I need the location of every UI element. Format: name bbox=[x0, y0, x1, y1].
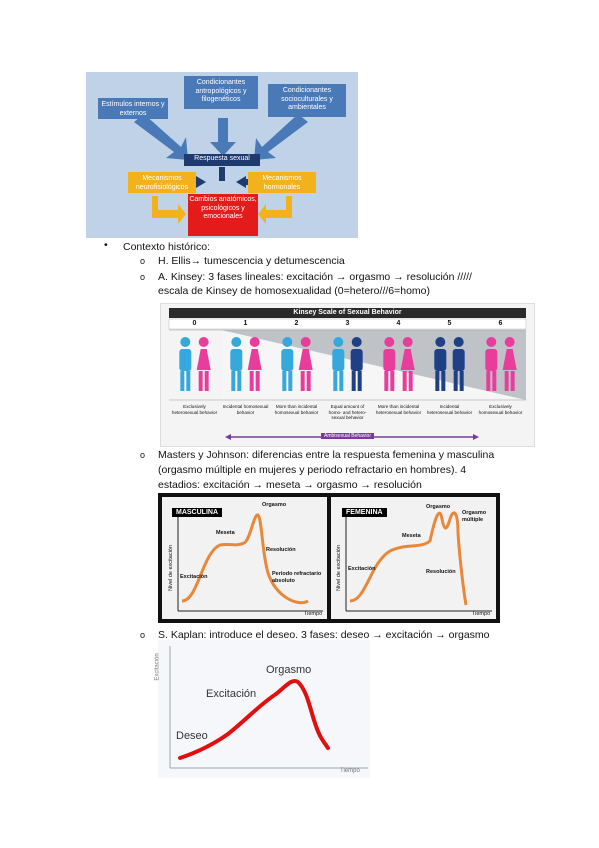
hormonales-box: Mecanismos hormonales bbox=[248, 172, 316, 193]
kinsey-bottom-label: Ambisexual Behavior bbox=[169, 433, 526, 439]
mj-female-orgasmo: Orgasmo bbox=[426, 504, 451, 510]
kinsey-figures bbox=[169, 330, 526, 400]
item-mj-1: Masters y Johnson: diferencias entre la … bbox=[158, 449, 495, 461]
item-kaplan: S. Kaplan: introduce el deseo. 3 fases: … bbox=[158, 629, 490, 641]
respuesta-sexual-diagram: Estímulos internos y externos Condiciona… bbox=[86, 72, 358, 238]
kinsey-description: Equal amount of homo- and hetero- sexual… bbox=[328, 404, 367, 420]
mj-female-excitacion: Excitación bbox=[348, 566, 376, 572]
bullet-title: Contexto histórico: bbox=[123, 241, 210, 253]
kinsey-number: 1 bbox=[243, 320, 248, 327]
mj-female-title: FEMENINA bbox=[342, 508, 387, 517]
mj-male-ylabel: Nivel de excitación bbox=[167, 545, 174, 591]
kinsey-number: 0 bbox=[192, 320, 197, 327]
kinsey-number: 6 bbox=[498, 320, 503, 327]
kinsey-descriptions: Exclusively heterosexual behavior Incide… bbox=[169, 404, 526, 421]
item-mj-2: (orgasmo múltiple en mujeres y periodo r… bbox=[158, 464, 467, 476]
kaplan-xlabel: Tiempo bbox=[340, 768, 360, 774]
kinsey-number: 4 bbox=[396, 320, 401, 327]
item-kinsey-2: escala de Kinsey de homosexualidad (0=he… bbox=[158, 285, 431, 297]
kinsey-numbers: 0 1 2 3 4 5 6 bbox=[169, 319, 526, 329]
respuesta-sexual-box: Respuesta sexual bbox=[184, 154, 260, 166]
mj-male-title: MASCULINA bbox=[172, 508, 222, 517]
sub-bullet: o bbox=[140, 450, 146, 460]
item-ellis: H. Ellis→ tumescencia y detumescencia bbox=[158, 255, 345, 267]
sub-bullet: o bbox=[140, 256, 146, 266]
kinsey-number: 3 bbox=[345, 320, 350, 327]
kinsey-description: Incidental heterosexual behavior bbox=[426, 404, 473, 415]
kinsey-title: Kinsey Scale of Sexual Behavior bbox=[293, 309, 402, 316]
kinsey-description: Exclusively homosexual behavior bbox=[478, 404, 523, 415]
mj-female-resolucion: Resolución bbox=[426, 569, 456, 575]
mj-male-refractario: Periodo refractario absoluto bbox=[272, 571, 322, 584]
kinsey-description: Incidental homosexual behavior bbox=[222, 404, 269, 415]
kaplan-image: Excitación Tiempo Deseo Excitación Orgas… bbox=[154, 640, 370, 778]
cambios-box: Cambios anatómicos, psicológicos y emoci… bbox=[188, 194, 258, 236]
masters-johnson-image: MASCULINA Nivel de excitación Tiempo Exc… bbox=[158, 493, 500, 623]
kinsey-description: More than incidental heterosexual behavi… bbox=[375, 404, 422, 415]
item-kinsey-1: A. Kinsey: 3 fases lineales: excitación … bbox=[158, 271, 472, 283]
mj-female-multiple: Orgasmo múltiple bbox=[462, 510, 487, 523]
mj-female-ylabel: Nivel de excitación bbox=[335, 545, 342, 591]
antropologicos-box: Condicionantes antropológicos y filogené… bbox=[184, 76, 258, 109]
mj-male-xlabel: Tiempo bbox=[304, 611, 323, 617]
kinsey-number: 5 bbox=[447, 320, 452, 327]
kinsey-description: More than incidental homosexual behavior bbox=[274, 404, 319, 415]
item-mj-3: estadios: excitación → meseta → orgasmo … bbox=[158, 479, 422, 491]
mj-male-orgasmo: Orgasmo bbox=[262, 502, 287, 508]
bullet-dot: • bbox=[104, 239, 108, 251]
mj-male-excitacion: Excitación bbox=[180, 574, 208, 580]
kaplan-deseo: Deseo bbox=[176, 730, 208, 742]
kinsey-number: 2 bbox=[294, 320, 299, 327]
neurofisiologicos-box: Mecanismos neurofisiológicos bbox=[128, 172, 196, 193]
kinsey-description: Exclusively heterosexual behavior bbox=[171, 404, 218, 415]
mj-female-meseta: Meseta bbox=[402, 533, 421, 539]
sub-bullet: o bbox=[140, 272, 146, 282]
socioculturales-box: Condicionantes socioculturales y ambient… bbox=[268, 84, 346, 117]
mj-male-resolucion: Resolución bbox=[266, 547, 296, 553]
mj-female-xlabel: Tiempo bbox=[472, 611, 491, 617]
mj-male-meseta: Meseta bbox=[216, 530, 235, 536]
sub-bullet: o bbox=[140, 630, 146, 640]
kaplan-orgasmo: Orgasmo bbox=[266, 664, 312, 676]
kinsey-scale-image: Kinsey Scale of Sexual Behavior 0 1 2 3 … bbox=[160, 303, 535, 447]
kaplan-ylabel: Excitación bbox=[154, 653, 161, 681]
kaplan-excitacion: Excitación bbox=[206, 688, 257, 700]
estimulos-box: Estímulos internos y externos bbox=[98, 98, 168, 119]
